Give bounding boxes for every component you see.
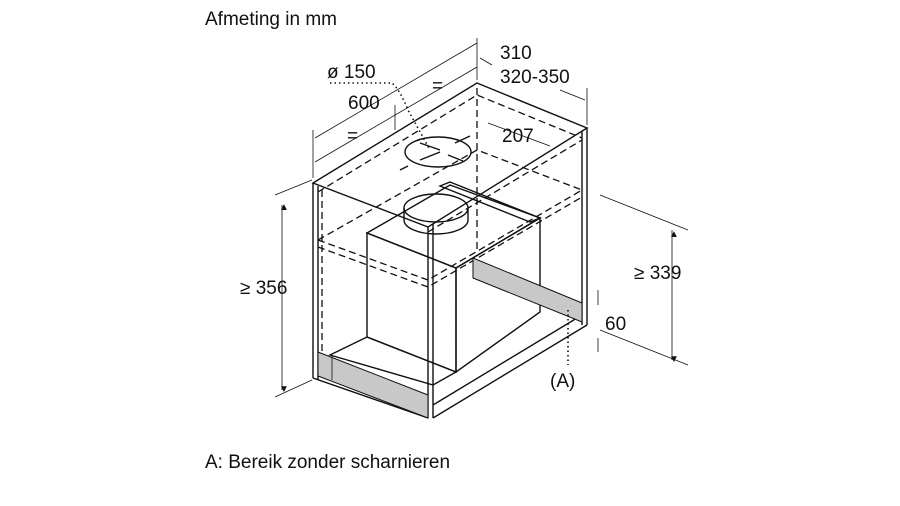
legend-text: A: Bereik zonder scharnieren	[205, 452, 450, 473]
svg-text:▲: ▲	[279, 202, 289, 213]
zone-front	[317, 351, 429, 419]
hood	[328, 181, 542, 386]
dim-equal-left: =	[347, 126, 358, 147]
hidden-edges	[317, 88, 583, 376]
cabinet-outline	[311, 82, 589, 419]
duct-opening	[399, 135, 472, 171]
dim-equal-right: =	[432, 76, 443, 97]
dimension-lines: ▲ ▼ ▲ ▼	[274, 38, 689, 398]
diagram-title: Afmeting in mm	[205, 9, 337, 30]
dim-339: ≥ 339	[634, 263, 681, 284]
svg-text:▼: ▼	[669, 354, 679, 365]
dim-356: ≥ 356	[240, 278, 287, 299]
zone-side	[472, 257, 583, 323]
dim-duct-diameter: ø 150	[327, 62, 376, 83]
zone-marker-a: (A)	[550, 371, 575, 392]
svg-text:▲: ▲	[669, 229, 679, 240]
svg-text:▼: ▼	[279, 384, 289, 395]
dim-207: 207	[502, 126, 534, 147]
dim-320-350: 320-350	[500, 67, 570, 88]
dim-310: 310	[500, 43, 532, 64]
dim-60: 60	[605, 314, 626, 335]
dim-600: 600	[348, 93, 380, 114]
